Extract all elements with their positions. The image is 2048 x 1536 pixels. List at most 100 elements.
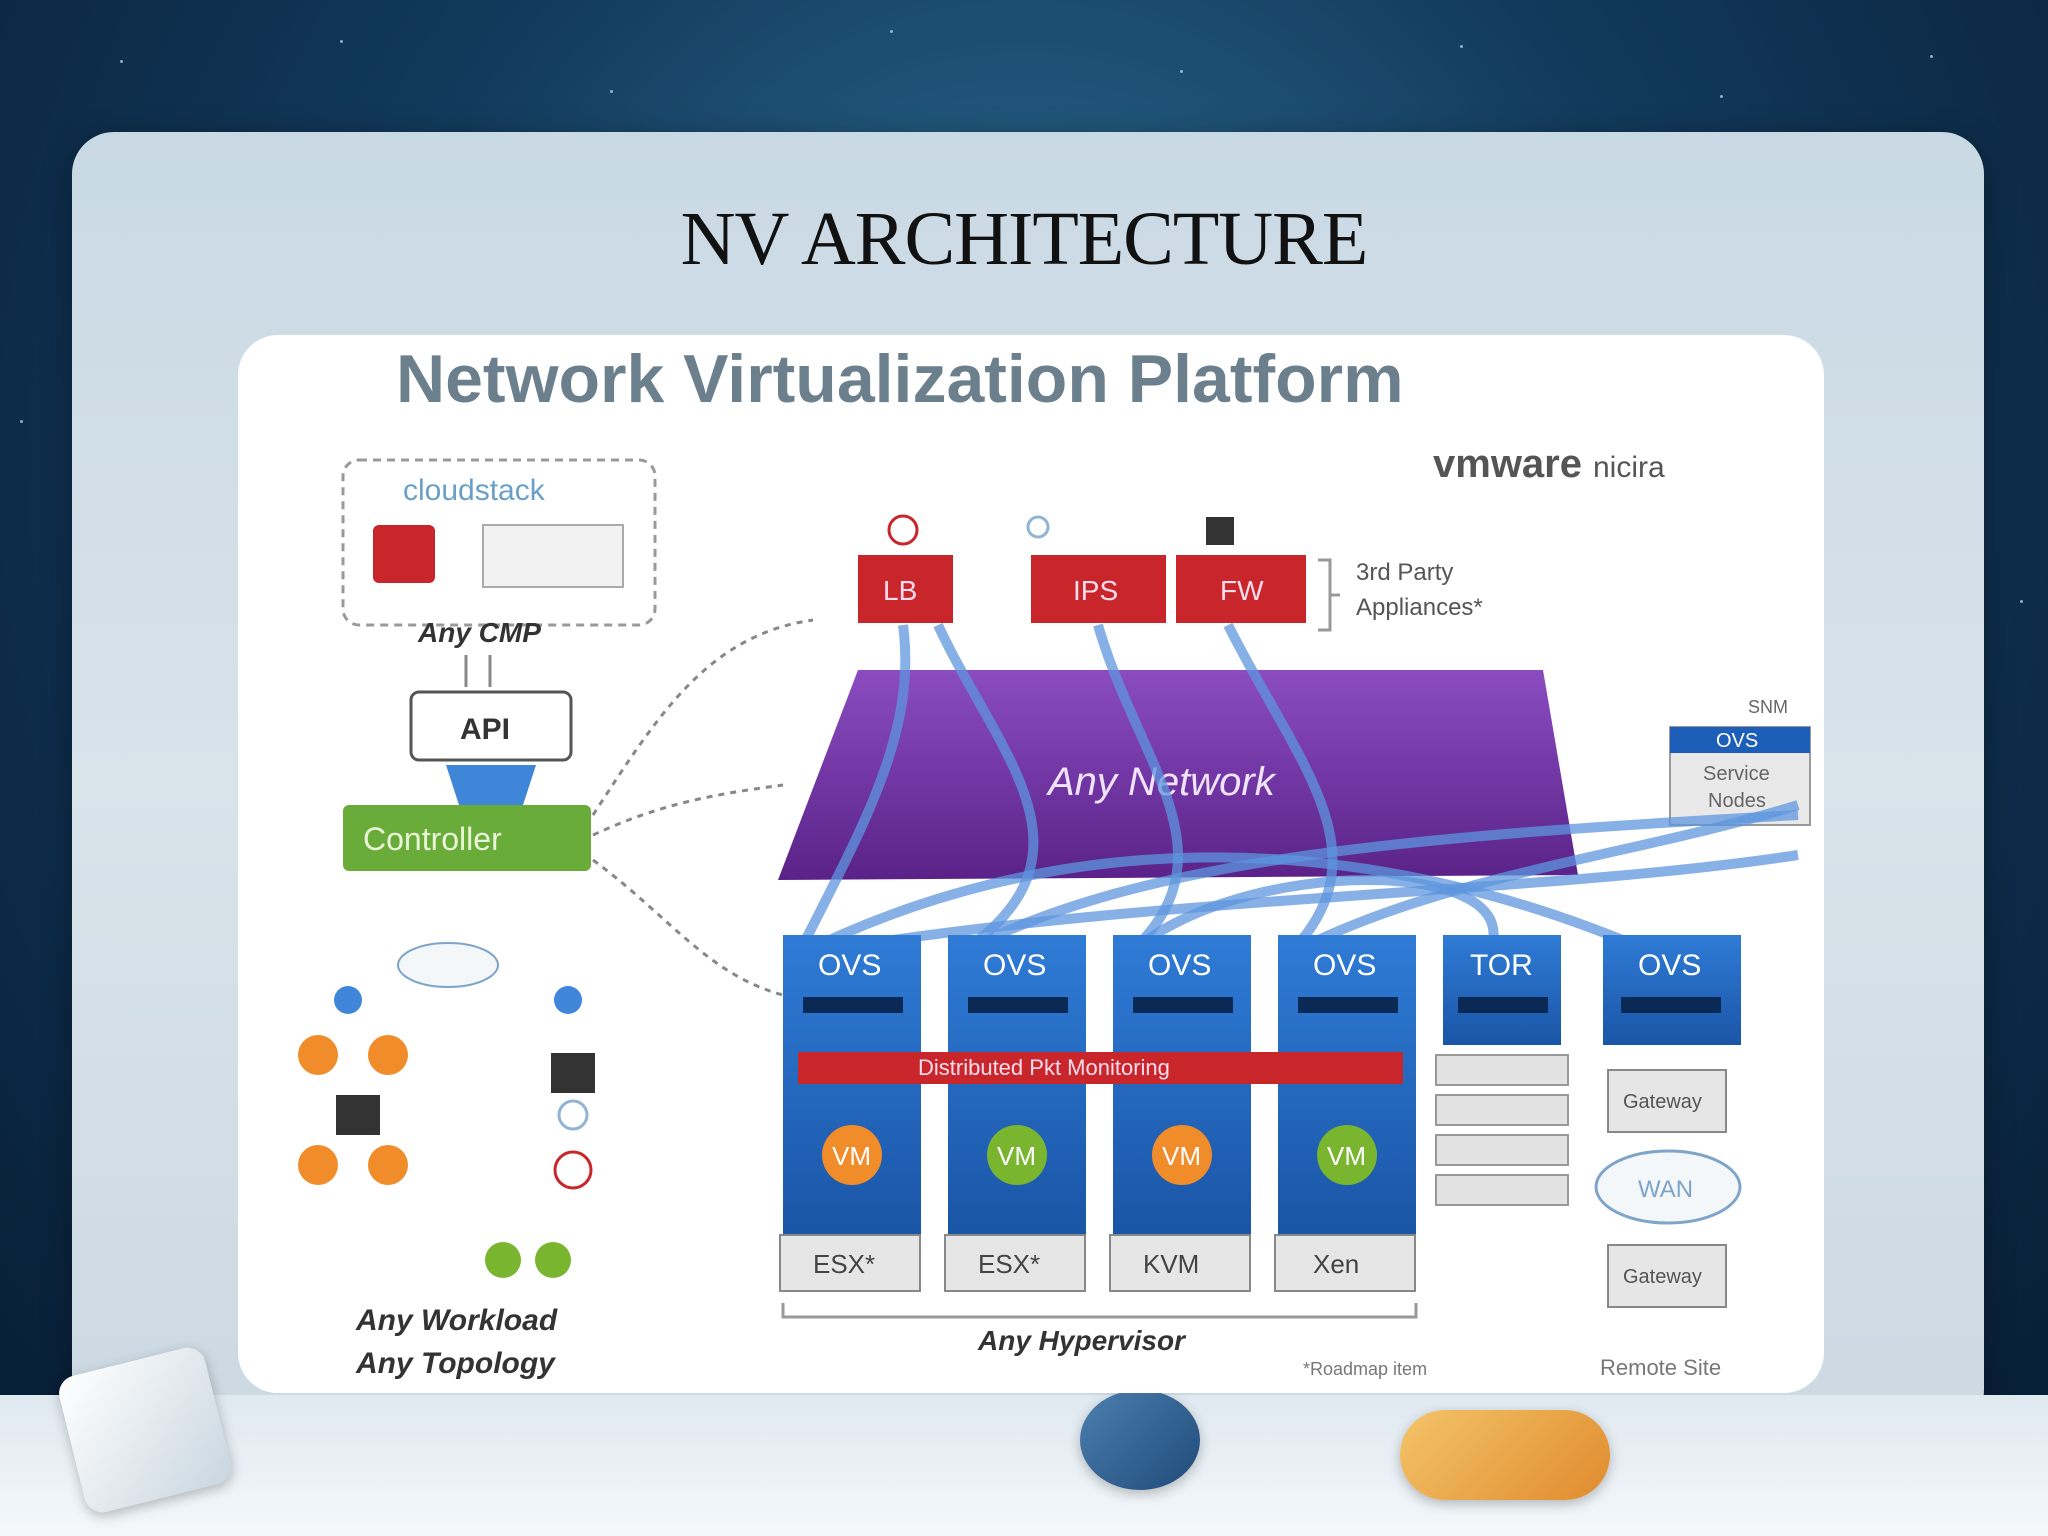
appliances-bracket (1318, 558, 1340, 632)
vendor-logo-vmware: vmware (1433, 442, 1582, 486)
slide-title: NV ARCHITECTURE (680, 197, 1369, 281)
vm-label: VM (832, 1141, 871, 1171)
wan-cloud-icon (1594, 1149, 1742, 1225)
physical-servers (1435, 1054, 1569, 1206)
hypervisor-bracket (781, 1303, 1418, 1319)
lb-icon (887, 514, 919, 546)
host-switch-label: OVS (1148, 949, 1211, 982)
gateway-label: Gateway (1623, 1266, 1702, 1288)
monitoring-bar-label: Distributed Pkt Monitoring (918, 1055, 1170, 1080)
host-column-2: OVS VM ESX* (944, 935, 1086, 1292)
appliance-fw: FW (1176, 517, 1306, 623)
service-node-ovs-label: OVS (1716, 730, 1758, 752)
hypervisor-label: ESX* (978, 1249, 1040, 1279)
decorative-cube (1400, 1410, 1610, 1500)
gateway-label: Gateway (1623, 1091, 1702, 1113)
decorative-cube (1080, 1390, 1200, 1490)
host-switch-label: OVS (983, 949, 1046, 982)
openstack-icon (373, 525, 435, 583)
monitoring-bar (798, 1052, 1403, 1084)
host-switch-label: OVS (818, 949, 881, 982)
switch-ports (1621, 997, 1721, 1013)
switch-ports (1298, 997, 1398, 1013)
overlay-tunnels (793, 622, 1800, 960)
firewall-icon (1206, 517, 1234, 545)
remote-switch-box (1603, 935, 1741, 1045)
appliance-label: IPS (1073, 575, 1118, 606)
appliance-ips: IPS (1026, 515, 1166, 623)
hypervisor-caption: Any Hypervisor (977, 1325, 1187, 1356)
hypervisor-box (944, 1234, 1086, 1292)
service-node-ovs (1670, 727, 1810, 753)
appliance-lb: LB (858, 514, 953, 623)
appliance-box (1031, 555, 1166, 623)
reflective-floor (0, 1395, 2048, 1536)
api-connector (446, 765, 536, 805)
hypervisor-label: Xen (1313, 1249, 1359, 1279)
workload-nodes (485, 1242, 571, 1278)
vm-icon (1152, 1125, 1212, 1185)
remote-switch-label: OVS (1638, 949, 1701, 982)
firewall-icon (336, 1095, 380, 1135)
vm-icon (987, 1125, 1047, 1185)
cmp-api-arrow (464, 655, 492, 687)
router-icon (554, 986, 582, 1014)
lb-icon (553, 1150, 593, 1190)
controller-box (343, 805, 591, 871)
host-column-1: OVS VM ESX* (779, 935, 921, 1292)
diagram-header: Network Virtualization Platform (396, 341, 1404, 417)
appliance-label: LB (883, 575, 917, 606)
switch-ports (968, 997, 1068, 1013)
roadmap-footnote: *Roadmap item (1303, 1359, 1427, 1379)
router-icon (334, 986, 362, 1014)
workload-nodes (298, 1035, 408, 1185)
api-box (409, 690, 573, 762)
host-column-3: OVS VM KVM (1109, 935, 1251, 1292)
vm-label: VM (997, 1141, 1036, 1171)
wan-label: WAN (1638, 1176, 1693, 1203)
wan-cloud-icon (397, 942, 499, 988)
appliance-box (858, 555, 953, 623)
tor-label: TOR (1470, 949, 1533, 982)
appliance-box (1176, 555, 1306, 623)
vendor-logo-nicira: nicira (1593, 451, 1665, 484)
host-column-4: OVS VM Xen (1274, 935, 1416, 1292)
workload-caption: Any Topology (355, 1347, 556, 1380)
switch-ports (1133, 997, 1233, 1013)
vm-label: VM (1162, 1141, 1201, 1171)
controller-label: Controller (363, 821, 502, 857)
cmp-panel-icon (482, 524, 624, 588)
remote-caption: Remote Site (1600, 1355, 1721, 1380)
network-cloud (778, 670, 1578, 880)
api-label: API (460, 713, 510, 746)
control-link-hosts (592, 858, 784, 997)
gateway-box (1607, 1244, 1727, 1308)
cmp-caption: Any CMP (417, 617, 541, 648)
hypervisor-box (779, 1234, 921, 1292)
host-switch-label: OVS (1313, 949, 1376, 982)
hypervisor-box (1109, 1234, 1251, 1292)
vm-icon (1317, 1125, 1377, 1185)
cmp-box (341, 458, 657, 627)
tor-box (1443, 935, 1561, 1045)
workload-caption: Any Workload (355, 1304, 558, 1337)
firewall-icon (551, 1053, 595, 1093)
hypervisor-label: ESX* (813, 1249, 875, 1279)
appliances-caption: Appliances* (1356, 594, 1483, 621)
appliance-label: FW (1220, 575, 1264, 606)
hypervisor-box (1274, 1234, 1416, 1292)
service-node-label: Nodes (1708, 790, 1766, 812)
service-node-label: Service (1703, 763, 1770, 785)
control-link-appliances (591, 618, 814, 816)
magnifier-icon (557, 1099, 589, 1131)
architecture-diagram: Network Virtualization Platform vmware n… (238, 335, 1824, 1393)
cloudstack-logo: cloudstack (403, 474, 546, 507)
hypervisor-label: KVM (1143, 1249, 1199, 1279)
vm-label: VM (1327, 1141, 1366, 1171)
appliances-caption: 3rd Party (1356, 559, 1453, 586)
switch-ports (803, 997, 903, 1013)
magnifier-icon (1026, 515, 1050, 539)
control-link-network (592, 783, 784, 837)
gateway-box (1607, 1069, 1727, 1133)
